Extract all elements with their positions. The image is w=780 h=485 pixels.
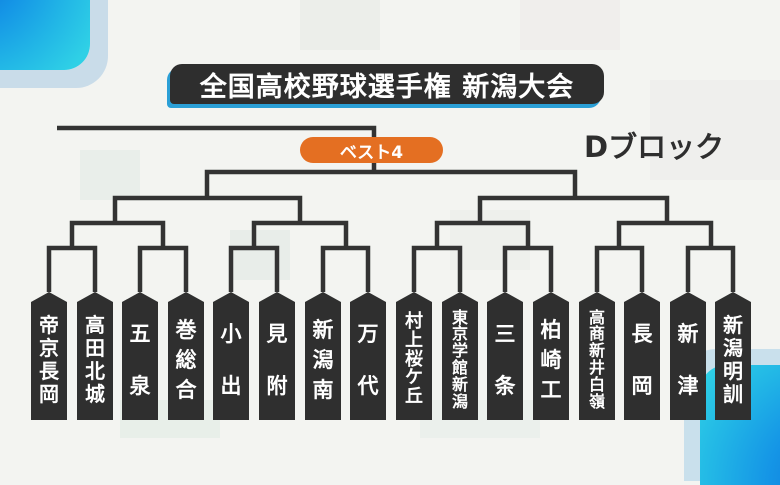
- team-name-char: 新: [677, 321, 699, 346]
- team-tag: 五泉: [122, 292, 158, 420]
- team-name-char: 五: [129, 321, 151, 346]
- team-name-char: 高: [588, 307, 605, 327]
- tournament-bracket-lines: [46, 125, 736, 292]
- team-tag: 巻総合: [168, 292, 204, 420]
- team-tag: 高商新井白嶺: [579, 292, 615, 420]
- team-tag: 長岡: [624, 292, 660, 420]
- team-name-char: 丘: [405, 386, 423, 408]
- team-tag: 新潟南: [305, 292, 341, 420]
- team-name-char: 白: [588, 374, 605, 394]
- team-name-char: 北: [85, 359, 105, 383]
- corner-decoration-top-left: [0, 0, 90, 70]
- team-name-char: 新: [312, 317, 334, 342]
- team-name-char: 長: [631, 321, 653, 346]
- team-name-char: 京: [451, 324, 468, 344]
- team-name-char: 条: [494, 374, 516, 398]
- team-name-char: 館: [451, 358, 468, 377]
- team-name-char: 帝: [39, 313, 59, 337]
- team-tag: 小出: [213, 292, 249, 420]
- block-label: Dブロック: [584, 130, 725, 164]
- team-name-char: 嶺: [588, 391, 605, 411]
- team-name-char: 潟: [312, 347, 334, 372]
- team-name-char: 桜: [405, 348, 423, 370]
- team-tag: 万代: [350, 292, 386, 420]
- team-name-char: 田: [85, 336, 105, 360]
- team-name-char: 井: [588, 358, 605, 377]
- team-name-char: 総: [175, 347, 197, 372]
- team-tag: 東京学館新潟: [442, 292, 478, 420]
- team-name-char: 岡: [39, 382, 59, 406]
- team-name-char: 村: [405, 310, 423, 332]
- team-tag: 新潟明訓: [715, 292, 751, 420]
- team-name-char: 見: [266, 321, 288, 346]
- team-name-char: 潟: [451, 391, 468, 411]
- team-name-char: 城: [85, 382, 105, 406]
- team-tag: 村上桜ケ丘: [396, 292, 432, 420]
- team-tag: 新津: [670, 292, 706, 420]
- team-tag: 見附: [259, 292, 295, 420]
- team-name-char: 巻: [175, 317, 197, 342]
- team-name-char: 商: [588, 324, 605, 344]
- team-name-char: 新: [451, 374, 468, 394]
- team-tag: 帝京長岡: [31, 292, 67, 420]
- team-tag: 三条: [487, 292, 523, 420]
- best-four-badge: ベスト4: [300, 137, 443, 163]
- team-name-char: 工: [540, 378, 562, 403]
- team-name-char: 三: [494, 321, 516, 346]
- team-name-char: 訓: [723, 382, 743, 406]
- team-name-char: 新: [588, 341, 605, 361]
- team-name-char: 柏: [540, 317, 562, 342]
- team-name-char: 泉: [129, 374, 151, 398]
- team-name-char: 出: [220, 374, 242, 398]
- team-name-char: 津: [677, 374, 699, 398]
- team-name-char: 潟: [723, 336, 743, 360]
- team-name-char: 岡: [631, 374, 653, 398]
- team-tag: 柏崎工: [533, 292, 569, 420]
- team-name-char: 崎: [540, 347, 562, 372]
- team-name-char: 東: [451, 307, 468, 327]
- team-name-char: 京: [39, 336, 59, 360]
- team-name-char: 新: [723, 313, 743, 337]
- team-name-char: 小: [220, 321, 242, 346]
- team-name-char: 合: [175, 378, 197, 403]
- team-name-char: 高: [85, 313, 105, 337]
- team-tag: 高田北城: [77, 292, 113, 420]
- team-name-char: 代: [357, 374, 379, 398]
- team-name-char: 長: [39, 359, 59, 383]
- team-name-char: 南: [312, 378, 334, 403]
- background-checker: [120, 230, 290, 438]
- team-name-char: 万: [357, 321, 379, 346]
- team-name-char: 学: [451, 341, 468, 361]
- team-name-char: ケ: [405, 367, 423, 389]
- tournament-title: 全国高校野球選手権 新潟大会: [170, 64, 604, 104]
- team-name-char: 附: [266, 374, 288, 398]
- team-name-char: 明: [723, 359, 743, 383]
- team-name-char: 上: [405, 329, 423, 351]
